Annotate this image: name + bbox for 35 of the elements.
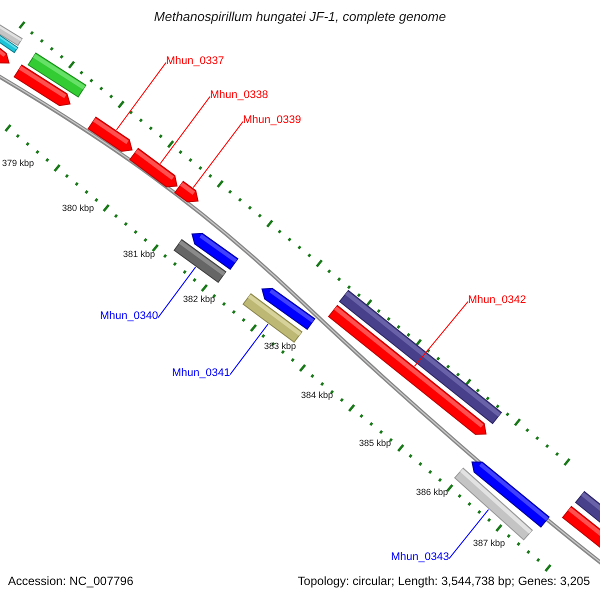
gene-feature (261, 288, 316, 330)
gene-label: Mhun_0339 (243, 114, 302, 127)
genome-info-text: Topology: circular; Length: 3,544,738 bp; Genes: 3,205 (298, 575, 590, 589)
leader-line (448, 509, 489, 560)
tick-label: 382 kbp (183, 294, 216, 304)
gene-feature (471, 462, 550, 528)
leader-line (160, 96, 210, 164)
gene-feature (87, 116, 133, 152)
gene-label: Mhun_0342 (468, 294, 526, 307)
tick-label: 385 kbp (359, 438, 392, 448)
tick-label: 387 kbp (473, 538, 506, 548)
leader-line (230, 324, 269, 376)
leader-line (414, 301, 468, 367)
tick-label: 386 kbp (416, 487, 448, 498)
title: Methanospirillum hungatei JF-1, complete genome (153, 10, 447, 25)
leader-line (192, 121, 244, 188)
gene-feature (191, 232, 238, 270)
accession-text: Accession: NC_007796 (8, 575, 134, 589)
tick-label: 383 kbp (264, 341, 296, 352)
tick-label: 384 kbp (301, 390, 334, 400)
gene-feature (174, 180, 199, 202)
gene-label: Mhun_0338 (210, 89, 268, 102)
gene-label: Mhun_0343 (391, 551, 450, 564)
gene-label: Mhun_0341 (172, 367, 230, 380)
gene-feature (129, 148, 178, 188)
gene-feature (14, 64, 71, 106)
gene-label: Mhun_0340 (100, 310, 158, 323)
gene-feature (0, 48, 10, 64)
gene-feature (574, 490, 600, 524)
tick-label: 379 kbp (2, 158, 34, 168)
tick-label: 381 kbp (123, 249, 156, 260)
gene-label: Mhun_0337 (166, 55, 224, 68)
leader-line (158, 266, 196, 318)
leader-line (116, 62, 166, 130)
tick-label: 380 kbp (62, 203, 94, 214)
